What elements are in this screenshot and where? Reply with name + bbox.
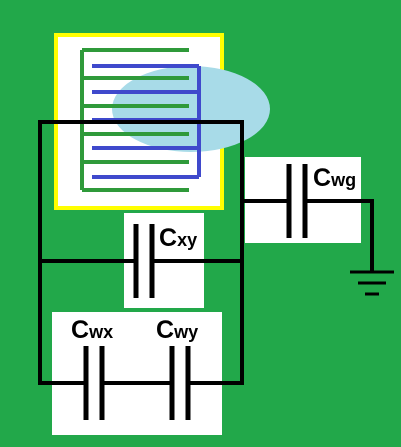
cwy-label: Cwy [156,316,198,344]
capacitor-icon [286,164,308,238]
capacitor-icon [169,346,191,420]
droplet [112,66,270,152]
electrode-x [80,48,189,192]
cwx-cwy-panel [52,312,222,435]
circuit-wires [38,120,374,385]
cxy-label: Cxy [159,224,197,252]
capacitor-icon [83,346,105,420]
cwg-label: Cwg [313,164,356,192]
capacitor-plates [83,164,308,420]
ground-symbol-icon [350,270,394,296]
cwx-label: Cwx [71,316,113,344]
capacitor-icon [133,224,155,298]
